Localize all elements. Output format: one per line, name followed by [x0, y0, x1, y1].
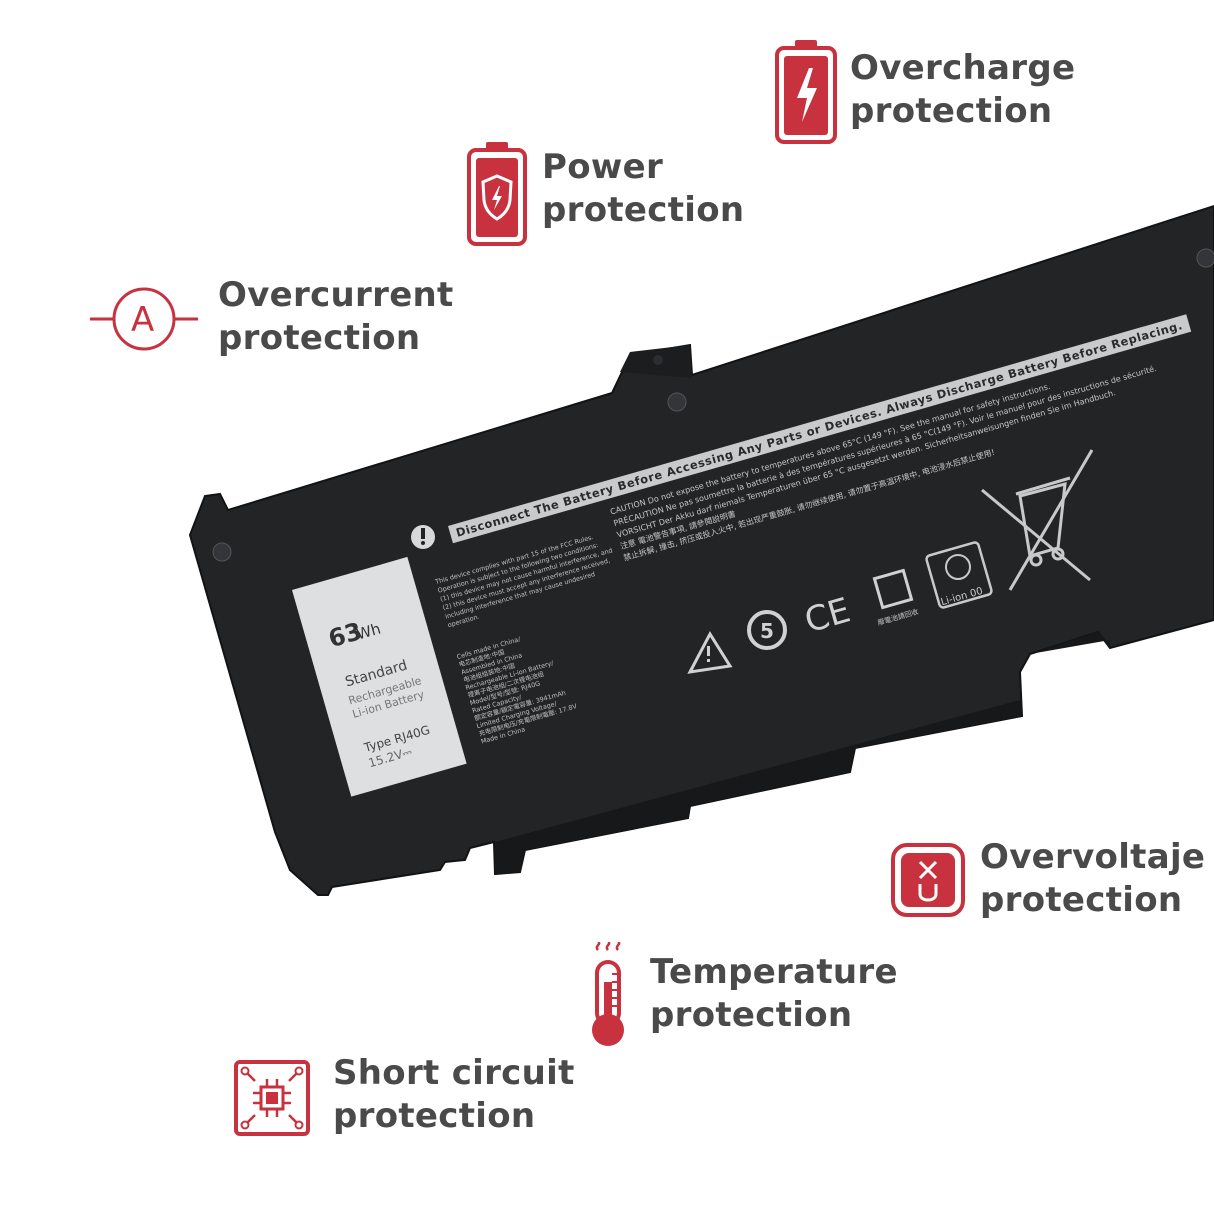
- battery-bolt-icon: [775, 40, 837, 144]
- feature-temperature: Temperature protection: [588, 942, 898, 1050]
- chip-icon: [234, 1060, 310, 1136]
- overcurrent-title: Overcurrent: [218, 275, 454, 315]
- ammeter-icon: A: [90, 287, 198, 351]
- overcharge-subtitle: protection: [850, 91, 1053, 131]
- certification-badge: 5: [747, 610, 787, 650]
- voltage-icon: [891, 843, 965, 917]
- power-title: Power: [542, 147, 664, 187]
- temperature-subtitle: protection: [650, 995, 853, 1035]
- feature-power: Power protection: [467, 142, 744, 246]
- temperature-title: Temperature: [650, 952, 898, 992]
- short-circuit-subtitle: protection: [333, 1096, 536, 1136]
- capacity-label: 63 Wh Standard Rechargeable Li-ion Batte…: [292, 556, 467, 797]
- weee-bin-icon: [981, 449, 1094, 591]
- info-icon: [411, 525, 435, 549]
- overcharge-title: Overcharge: [850, 48, 1076, 88]
- thermometer-icon: [592, 942, 624, 1046]
- feature-overcharge: Overcharge protection: [775, 40, 1075, 144]
- cert-number: 5: [760, 619, 774, 643]
- power-subtitle: protection: [542, 190, 745, 230]
- overvoltage-title: Overvoltaje: [980, 837, 1206, 877]
- feature-short-circuit: Short circuit protection: [233, 1053, 575, 1138]
- short-circuit-title: Short circuit: [333, 1053, 575, 1093]
- feature-overvoltage: Overvoltaje protection: [890, 837, 1206, 922]
- battery-shield-icon: [467, 142, 527, 246]
- overcurrent-subtitle: protection: [218, 318, 421, 358]
- overvoltage-subtitle: protection: [980, 880, 1183, 920]
- svg-text:A: A: [131, 300, 154, 340]
- warning-triangle-icon: [687, 630, 733, 674]
- feature-overcurrent: A Overcurrent protection: [90, 274, 454, 360]
